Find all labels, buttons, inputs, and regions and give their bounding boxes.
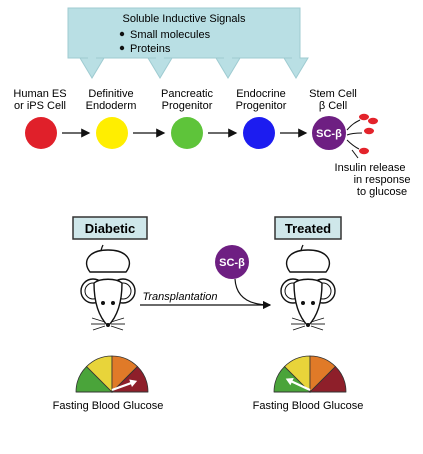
stage-label-line: β Cell — [319, 100, 347, 112]
diabetic-title-box — [72, 216, 148, 240]
pointer-line — [351, 149, 359, 159]
insulin-text-line: Insulin release — [335, 162, 406, 174]
gauge-needle-head — [285, 378, 294, 386]
diabetic-title: Diabetic — [85, 221, 136, 236]
signals-banner: Soluble Inductive Signals Small molecule… — [67, 7, 309, 79]
mouse-eye — [311, 301, 315, 305]
mouse-body — [85, 249, 131, 273]
treated-title-box — [274, 216, 342, 240]
stage-cell-pancreatic — [171, 117, 203, 149]
stage-label-line: Human ES — [13, 88, 66, 100]
bullet-icon — [119, 45, 125, 51]
stage-label-line: Progenitor — [236, 100, 287, 112]
mouse-whisker — [310, 317, 325, 323]
mouse-whisker — [310, 325, 324, 331]
stage-label-line: Endocrine — [236, 88, 286, 100]
signals-item: Proteins — [130, 43, 171, 55]
mouse-eye — [111, 301, 115, 305]
mouse-head — [293, 278, 323, 327]
insulin-granules — [346, 113, 378, 159]
signals-title: Soluble Inductive Signals — [123, 13, 246, 25]
stage-cell-sc-beta — [312, 116, 346, 150]
stage-label-line: Definitive — [88, 88, 133, 100]
gauge-needle-head — [129, 379, 138, 387]
treated-gauge-label: Fasting Blood Glucose — [253, 400, 364, 412]
transplant-sc-beta-cell — [215, 245, 249, 279]
mouse-nose — [306, 323, 310, 327]
transplant-badge: SC-β — [219, 257, 245, 269]
mouse-eye — [101, 301, 105, 305]
diabetic-glucose-gauge — [75, 355, 149, 393]
mouse-whisker — [110, 325, 124, 331]
stage-label-line: or iPS Cell — [14, 100, 66, 112]
mouse-whisker — [292, 325, 306, 331]
treated-glucose-gauge — [273, 355, 347, 393]
insulin-text-line: to glucose — [357, 186, 407, 198]
stage-label-line: Pancreatic — [161, 88, 213, 100]
sc-beta-badge: SC-β — [316, 128, 342, 140]
mouse-whisker — [291, 317, 306, 323]
stage-label-line: Progenitor — [162, 100, 213, 112]
insulin-text-line: in response — [354, 174, 411, 186]
stage-cell-endocrine — [243, 117, 275, 149]
mouse-head — [93, 278, 123, 327]
diabetic-gauge-label: Fasting Blood Glucose — [53, 400, 164, 412]
mouse-eye — [301, 301, 305, 305]
insulin-granule-icon — [368, 117, 378, 125]
mouse-body — [285, 249, 331, 273]
transplant-label: Transplantation — [142, 291, 217, 303]
treated-title: Treated — [285, 221, 331, 236]
insulin-granule-icon — [364, 127, 374, 135]
stage-label-line: Stem Cell — [309, 88, 357, 100]
mouse-whisker — [92, 325, 106, 331]
treated-mouse-icon — [280, 244, 336, 331]
transplant-curve — [234, 278, 271, 306]
insulin-granule-icon — [359, 113, 369, 121]
mouse-whisker — [91, 317, 106, 323]
stage-cell-es — [25, 117, 57, 149]
mouse-whisker — [110, 317, 125, 323]
mouse-nose — [106, 323, 110, 327]
signals-banner-shape — [67, 7, 309, 79]
signals-item: Small molecules — [130, 29, 211, 41]
stage-label-line: Endoderm — [86, 100, 137, 112]
insulin-granule-icon — [359, 147, 369, 155]
stage-cell-endoderm — [96, 117, 128, 149]
bullet-icon — [119, 31, 125, 37]
diabetic-mouse-icon — [80, 244, 136, 331]
